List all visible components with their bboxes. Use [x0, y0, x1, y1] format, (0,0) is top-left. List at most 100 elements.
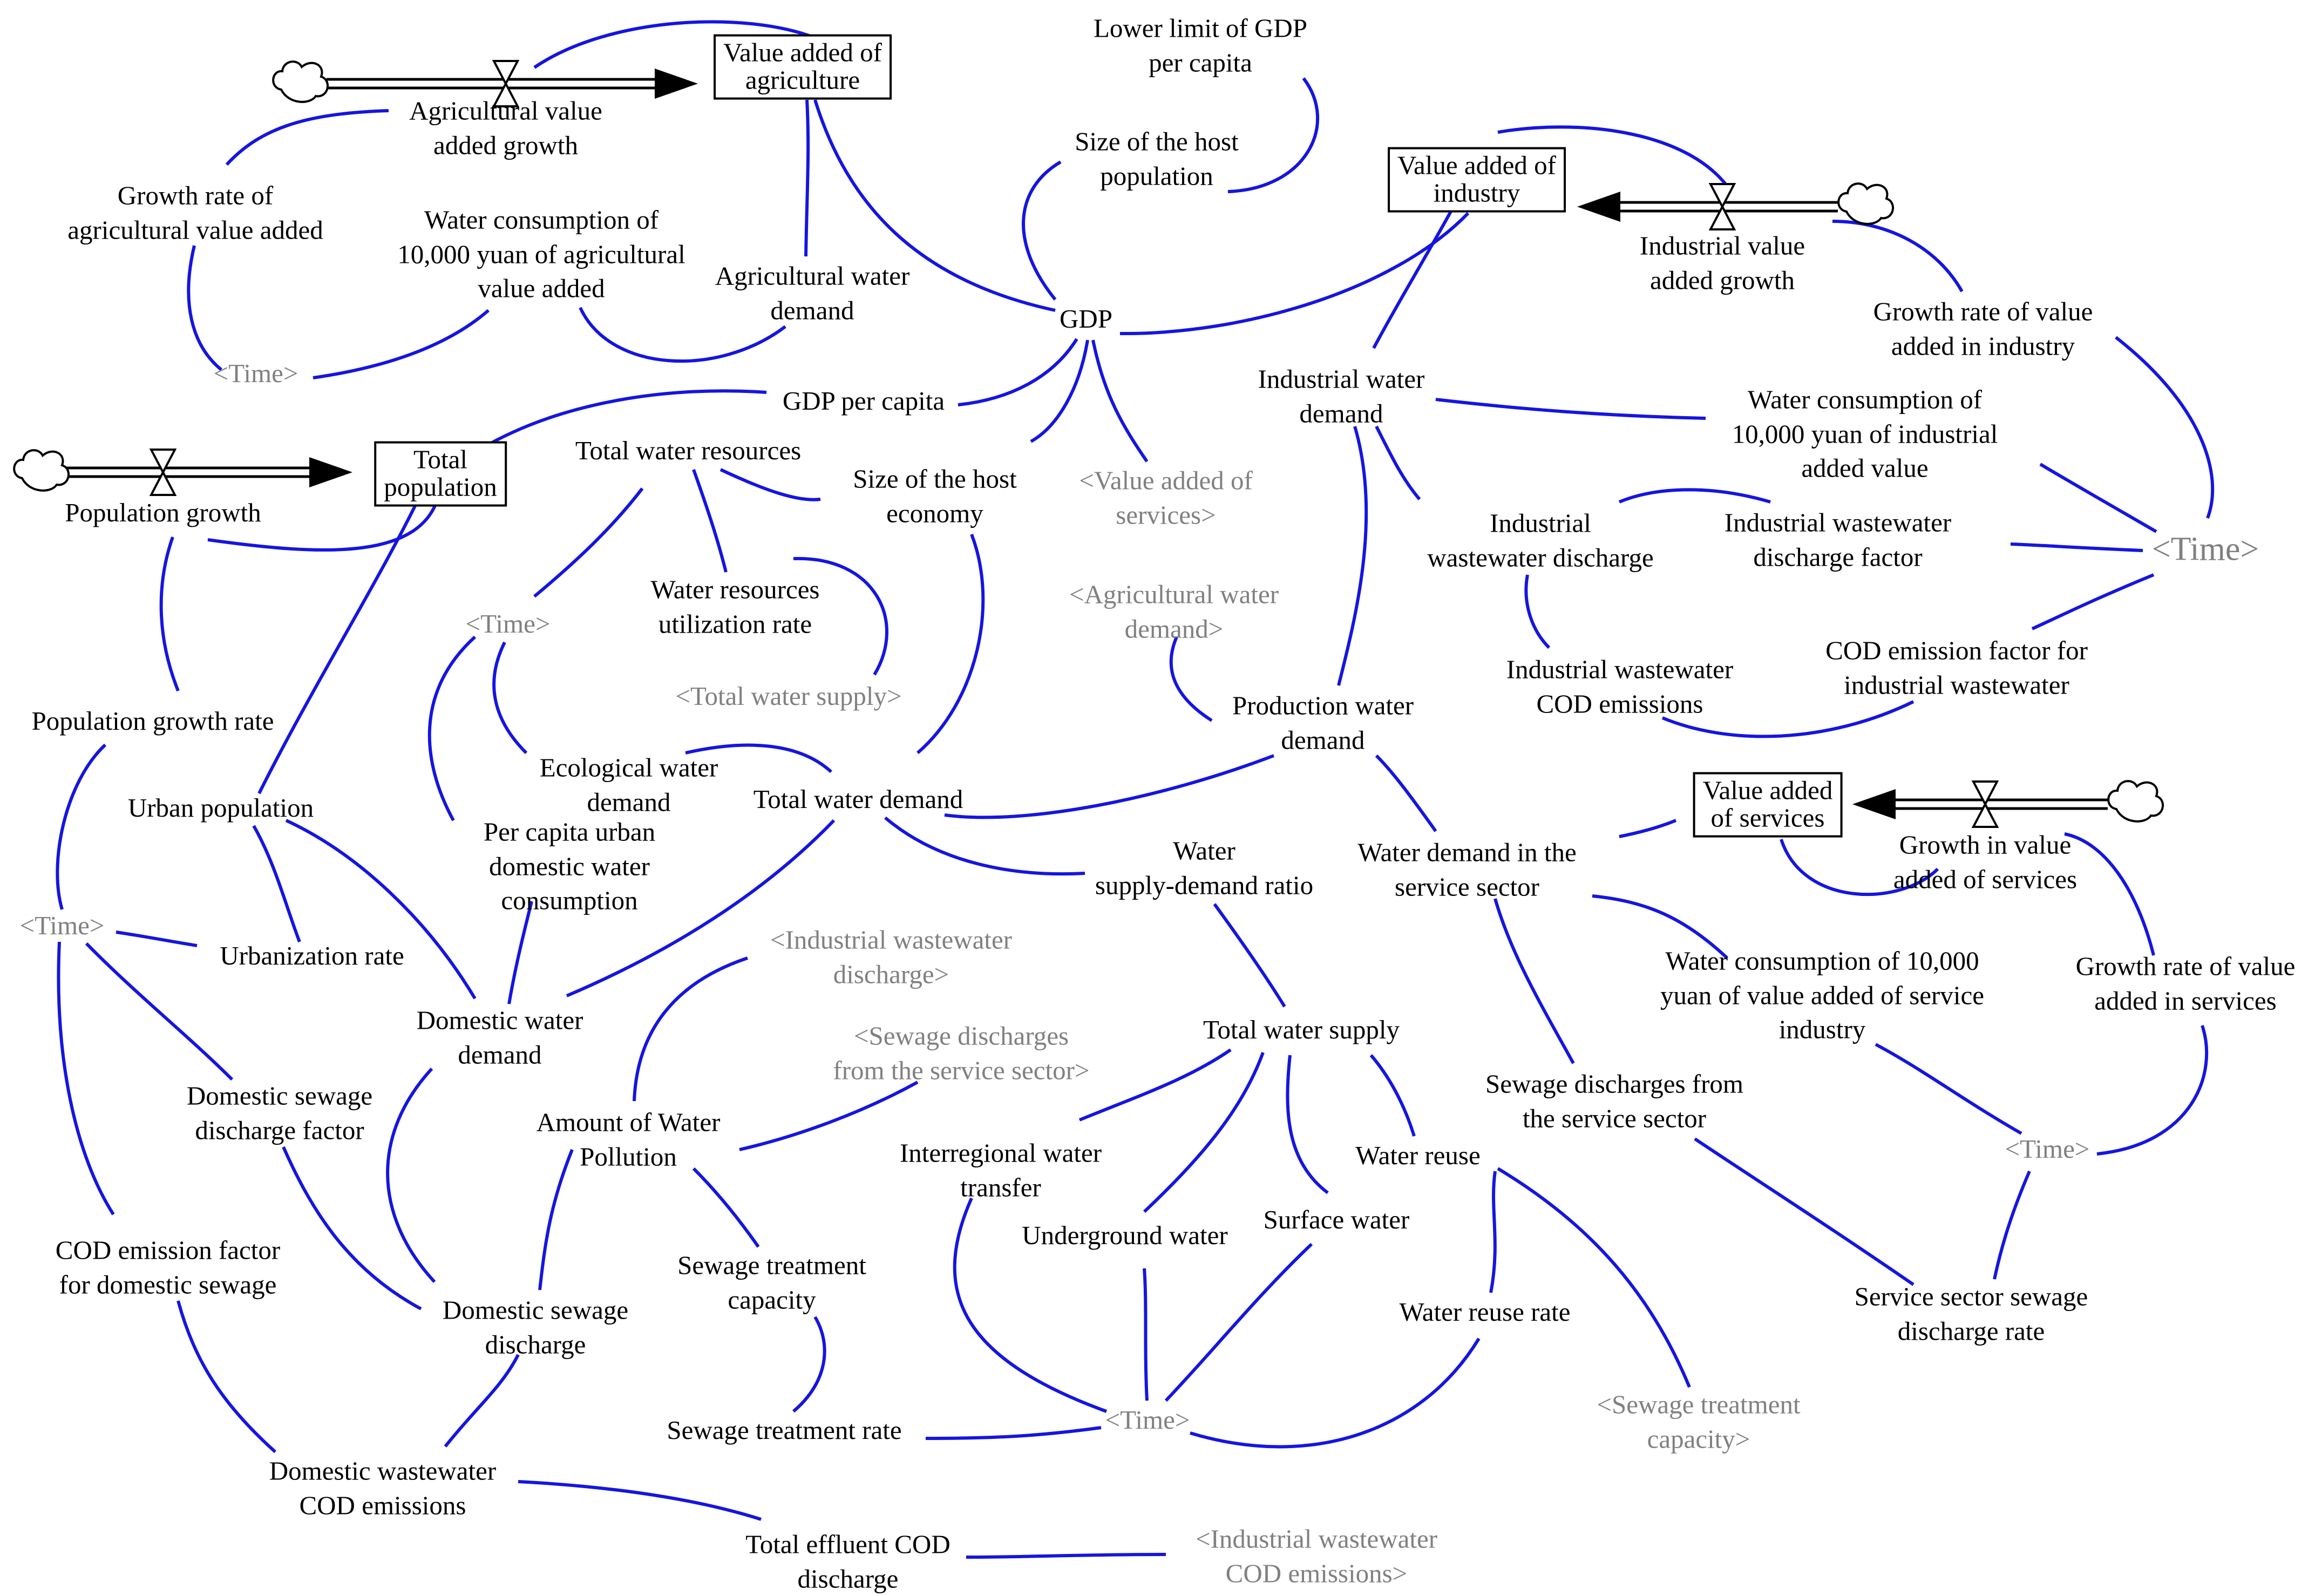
link-water-cons-ind-to-industrial-water-demand — [1435, 398, 1706, 420]
var-water-consumption-service: Water consumption of 10,000 yuan of valu… — [1660, 946, 1984, 1044]
link-sewage-treatment-rate-to-sewage-treatment-capacity — [792, 1316, 826, 1413]
shadow-agricultural-water-demand: <Agricultural water demand> — [1069, 579, 1279, 643]
link-total-water-supply-to-supply-demand-ratio — [1213, 903, 1286, 1008]
link-total-water-demand-to-supply-demand-ratio — [884, 816, 1085, 876]
pop-valve-icon — [149, 449, 177, 496]
stock-value-added-industry: Value added of industry — [1388, 147, 1566, 213]
flow-growth-value-added-services: Growth in value added of services — [1893, 830, 2078, 894]
var-water-demand-service-sector: Water demand in the service sector — [1357, 837, 1577, 901]
causal-links — [56, 20, 2215, 1559]
var-cod-factor-domestic: COD emission factor for domestic sewage — [55, 1235, 281, 1299]
var-domestic-wastewater-cod: Domestic wastewater COD emissions — [269, 1456, 497, 1520]
link-pop-growth-rate-to-flow-pop — [159, 536, 180, 692]
shadow-time-industry: <Time> — [2151, 531, 2259, 568]
var-lower-limit-gdp-per-capita: Lower limit of GDP per capita — [1093, 13, 1308, 77]
shadow-industrial-wastewater-discharge: <Industrial wastewater discharge> — [770, 925, 1013, 989]
link-sh-agri-water-to-production-water-demand — [1169, 636, 1213, 722]
var-water-consumption-industrial: Water consumption of 10,000 yuan of indu… — [1732, 384, 1998, 483]
shadow-value-added-services: <Value added of services> — [1079, 465, 1253, 529]
var-cod-factor-industrial: COD emission factor for industrial waste… — [1825, 635, 2088, 699]
svc-flow-arrowhead-icon — [1852, 789, 1896, 819]
link-gdp-to-gdp-per-capita — [958, 338, 1078, 406]
link-time-ind-to-cod-factor-ind — [2031, 573, 2155, 630]
link-sh-sewage-service-to-amount-water-pollution — [739, 1081, 919, 1151]
flow-industrial-value-added-growth: Industrial value added growth — [1639, 230, 1805, 295]
var-size-host-economy: Size of the host economy — [853, 464, 1017, 528]
var-surface-water: Surface water — [1263, 1205, 1410, 1235]
var-ecological-water-demand: Ecological water demand — [539, 752, 718, 817]
link-time-supply-to-surface-water — [1164, 1242, 1313, 1402]
shadow-time-supply: <Time> — [1105, 1405, 1190, 1435]
var-growth-rate-industry: Growth rate of value added in industry — [1873, 296, 2093, 361]
shadow-time-water: <Time> — [465, 609, 551, 639]
link-time-supply-to-sewage-treatment-rate — [925, 1426, 1102, 1440]
var-per-capita-urban-water: Per capita urban domestic water consumpt… — [483, 817, 656, 915]
var-water-consumption-agricultural: Water consumption of 10,000 yuan of agri… — [397, 205, 685, 303]
agri-flow-arrowhead-icon — [655, 69, 698, 99]
ind-source-cloud-icon — [1837, 182, 1894, 225]
shadow-time-services: <Time> — [2005, 1134, 2090, 1164]
var-urbanization-rate: Urbanization rate — [220, 941, 404, 971]
link-growth-rate-agri-to-flow-agri — [225, 109, 389, 166]
link-ind-ww-discharge-to-ind-ww-cod — [1524, 574, 1551, 649]
link-surface-water-to-total-water-supply — [1286, 1055, 1329, 1194]
link-time-pop-to-pop-growth-rate — [56, 743, 107, 910]
stock-value-added-agriculture: Value added of agriculture — [714, 34, 892, 100]
link-domestic-water-demand-to-domestic-sewage-discharge — [386, 1067, 436, 1283]
link-growth-rate-ind-to-flow-ind — [1832, 220, 1964, 293]
var-gdp-per-capita: GDP per capita — [782, 386, 945, 416]
link-growth-rate-services-to-flow-svc — [2064, 832, 2155, 956]
var-population-growth-rate: Population growth rate — [31, 706, 274, 736]
flow-pipes — [13, 60, 2164, 828]
flow-agricultural-value-added-growth: Agricultural value added growth — [409, 96, 602, 160]
link-stock-ind-to-flow-ind — [1497, 125, 1729, 187]
link-time-water-to-per-capita-urban — [427, 635, 477, 821]
link-urban-pop-to-domestic-water-demand — [285, 819, 477, 1000]
link-sh-ind-cod-to-total-effluent-cod — [966, 1553, 1166, 1559]
link-industrial-water-demand-to-production-water-demand — [1337, 426, 1368, 686]
link-time-ind-to-ind-ww-factor — [2010, 542, 2143, 552]
var-urban-population: Urban population — [127, 793, 314, 823]
var-domestic-sewage-discharge: Domestic sewage discharge — [442, 1295, 629, 1359]
link-cod-factor-domestic-to-domestic-ww-cod — [176, 1300, 277, 1454]
var-growth-rate-services: Growth rate of value added in services — [2075, 951, 2296, 1015]
flow-population-growth: Population growth — [65, 498, 261, 528]
link-lower-limit-gdp-to-size-host-pop — [1227, 77, 1319, 193]
link-domestic-ww-cod-to-total-effluent-cod — [518, 1480, 762, 1521]
link-water-demand-service-to-sewage-service — [1493, 898, 1575, 1064]
link-time-pop-to-urbanization-rate — [116, 931, 198, 947]
link-domestic-water-demand-to-total-water-demand — [566, 819, 836, 997]
link-time-supply-to-water-reuse-rate — [1190, 1337, 1481, 1449]
shadow-sewage-discharges-service: <Sewage discharges from the service sect… — [833, 1021, 1090, 1085]
var-domestic-sewage-factor: Domestic sewage discharge factor — [186, 1081, 373, 1145]
link-sh-ind-ww-discharge-to-amount-water-pollution — [633, 956, 748, 1102]
var-total-water-resources: Total water resources — [575, 436, 802, 466]
link-time-agri-to-growth-rate-agri — [187, 245, 222, 371]
link-total-water-resources-to-size-host-economy — [719, 468, 821, 501]
link-urbanization-rate-to-urban-pop — [252, 825, 301, 943]
link-stock-agri-to-agri-water-demand — [804, 99, 810, 257]
link-ecological-water-to-total-water-demand — [685, 743, 833, 773]
shadow-industrial-wastewater-cod: <Industrial wastewater COD emissions> — [1195, 1524, 1438, 1588]
var-total-effluent-cod: Total effluent COD discharge — [745, 1529, 951, 1593]
link-domestic-sewage-discharge-to-domestic-ww-cod — [444, 1354, 520, 1448]
link-water-reuse-to-total-water-supply — [1369, 1054, 1416, 1137]
link-water-cons-agri-to-agri-water-demand — [579, 307, 786, 363]
link-sh-sewage-capacity-to-water-reuse — [1497, 1167, 1691, 1388]
link-time-water-to-ecological-water — [492, 641, 528, 755]
link-time-supply-to-underground-water — [1143, 1268, 1149, 1401]
link-gdp-to-size-host-pop — [1022, 160, 1062, 301]
var-industrial-wastewater-discharge: Industrial wastewater discharge — [1427, 508, 1654, 572]
link-gdp-to-size-host-economy — [1030, 339, 1089, 443]
link-total-water-demand-to-size-host-economy — [917, 533, 985, 755]
var-amount-water-pollution: Amount of Water Pollution — [536, 1107, 721, 1171]
link-water-reuse-rate-to-water-reuse — [1489, 1171, 1497, 1293]
link-domestic-sewage-discharge-to-amount-water-pollution — [538, 1149, 574, 1291]
link-water-cons-service-to-water-demand-service — [1592, 894, 1729, 960]
link-ind-ww-factor-to-ind-ww-discharge — [1618, 488, 1771, 504]
link-time-services-to-growth-rate-services — [2096, 1025, 2209, 1156]
link-stock-ind-to-industrial-water-demand — [1372, 199, 1459, 349]
var-water-reuse: Water reuse — [1355, 1140, 1481, 1171]
shadow-time-agri: <Time> — [213, 358, 298, 389]
